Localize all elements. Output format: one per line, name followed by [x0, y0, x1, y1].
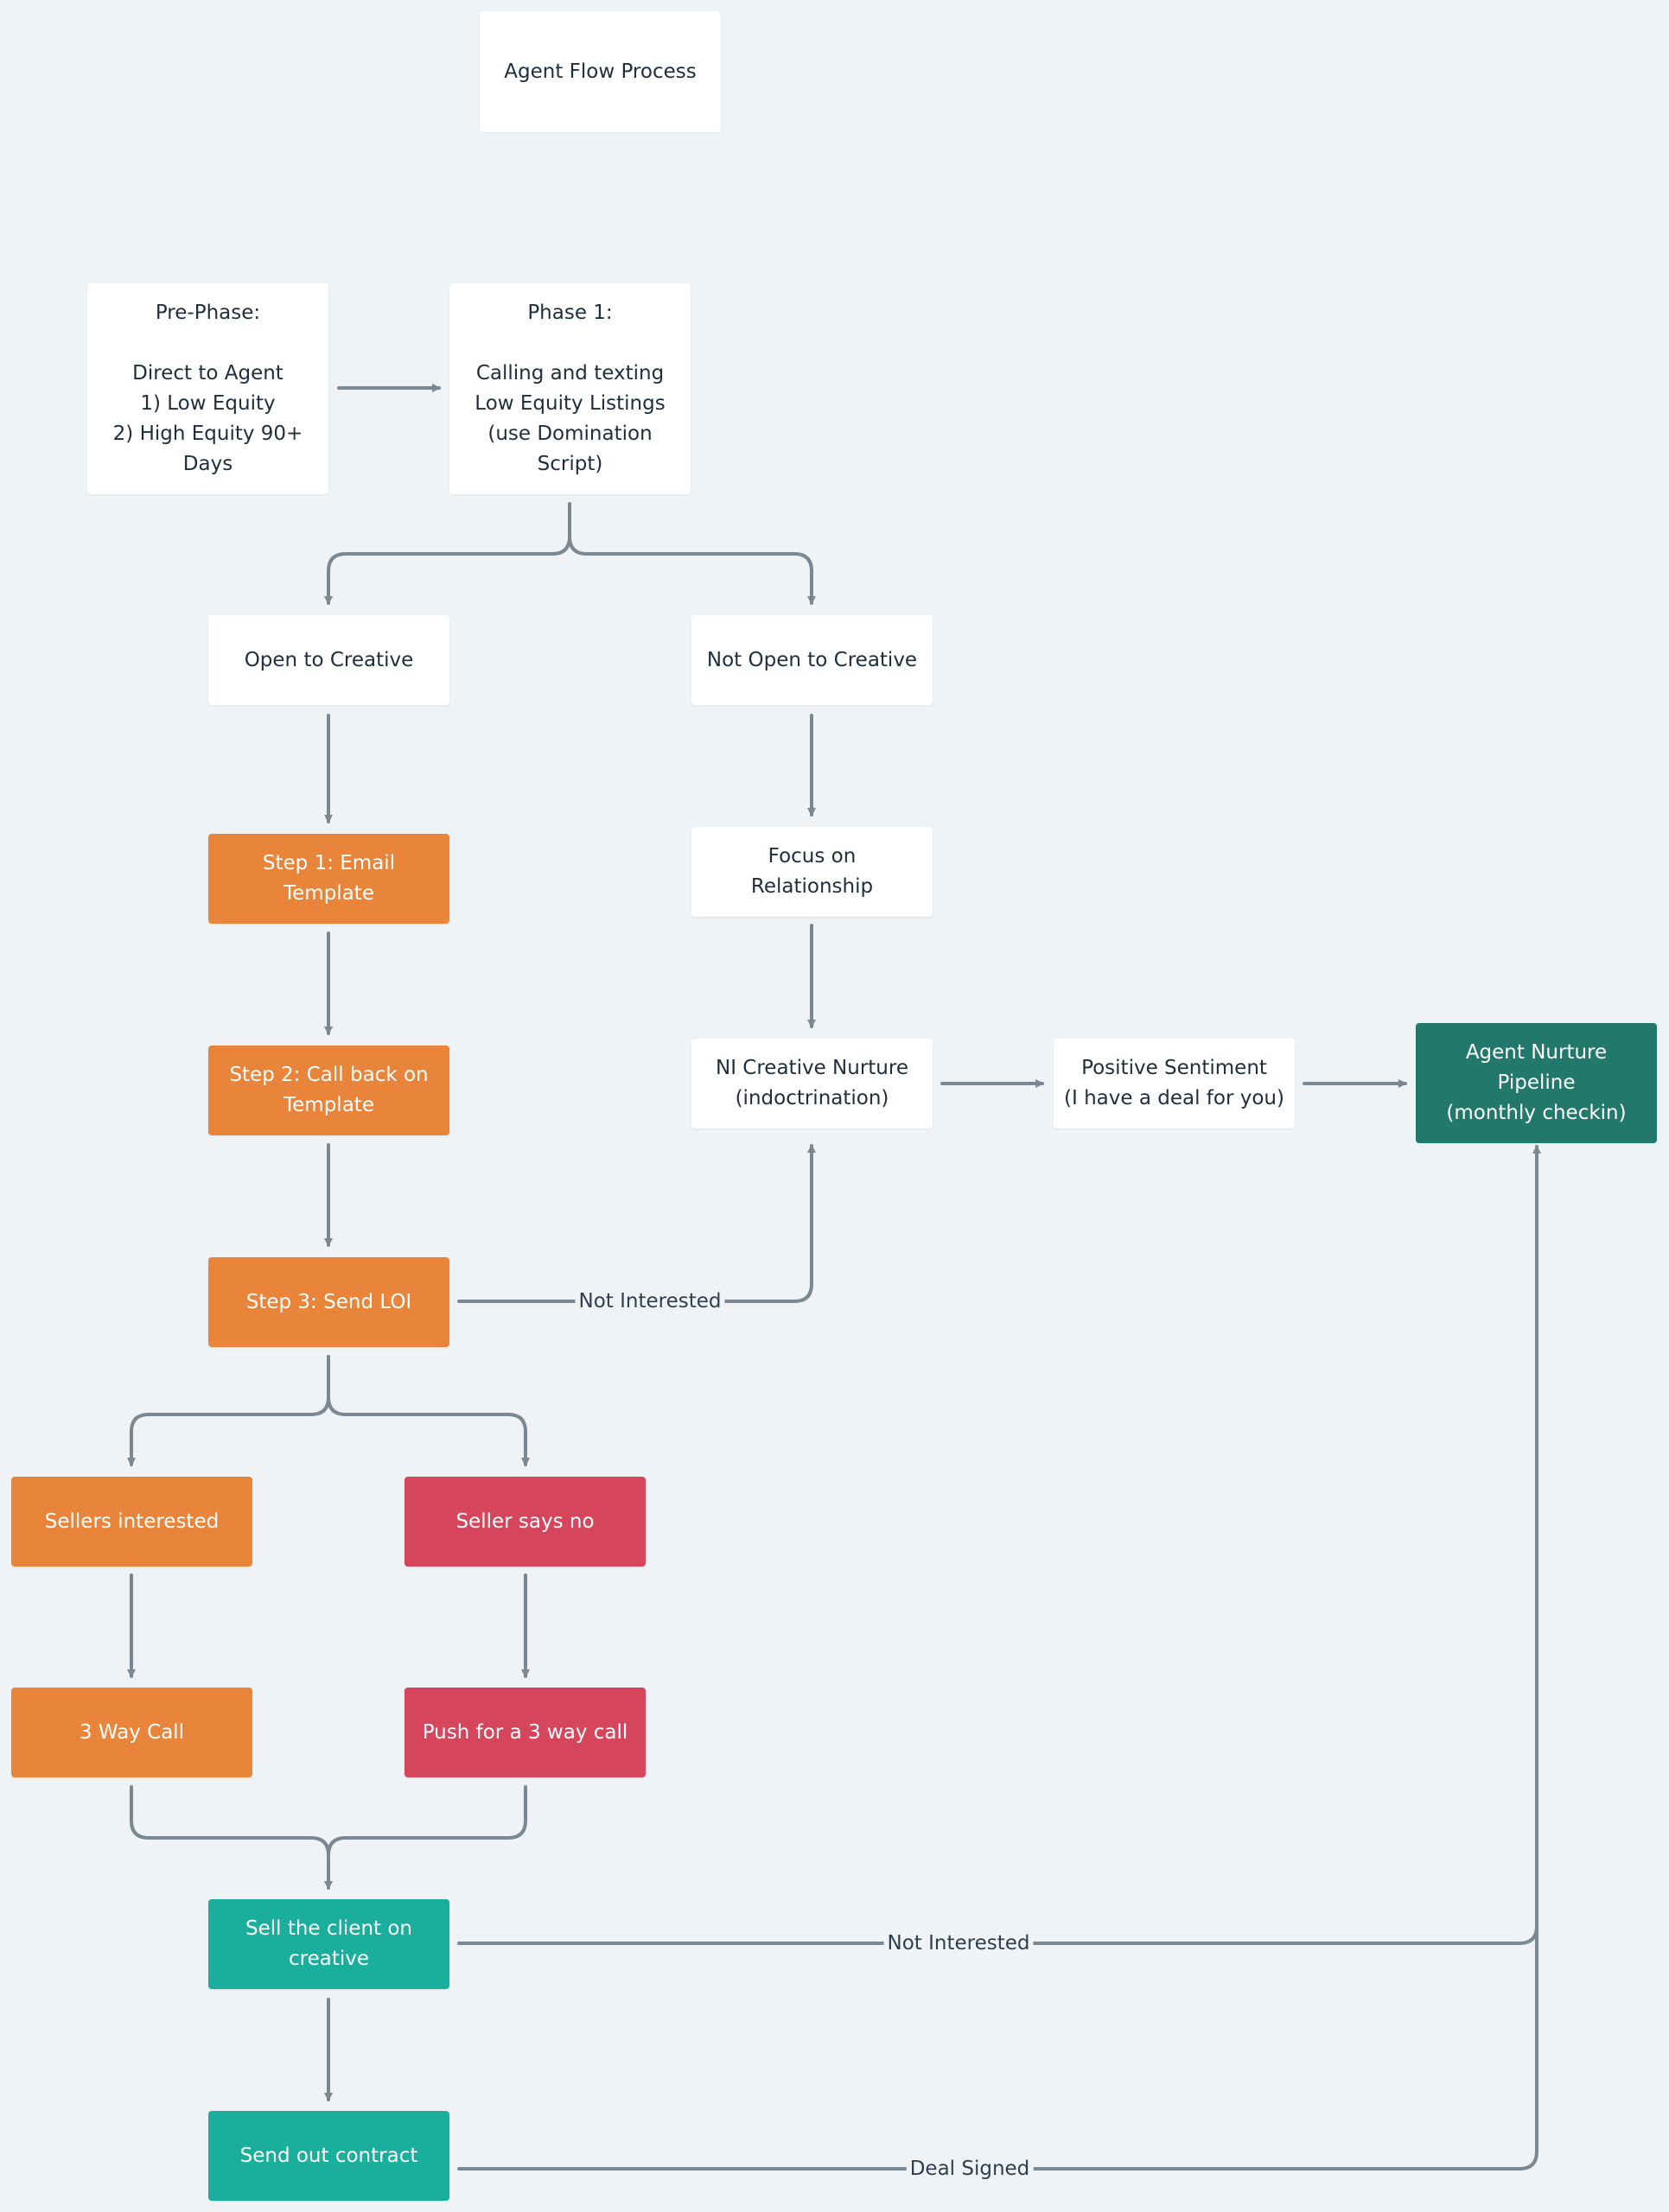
- edge-label-deal-signed: Deal Signed: [906, 2156, 1034, 2182]
- phase1-node: Phase 1: Calling and texting Low Equity …: [449, 283, 691, 494]
- arrow-phase1-to-open-creative: [324, 502, 571, 605]
- edge-label-sell-not-interested: Not Interested: [883, 1930, 1034, 1956]
- ni-creative-nurture-node: NI Creative Nurture (indoctrination): [691, 1039, 933, 1128]
- three-way-call-node: 3 Way Call: [11, 1688, 252, 1777]
- not-open-to-creative-node: Not Open to Creative: [691, 615, 933, 705]
- seller-says-no-node: Seller says no: [405, 1477, 646, 1567]
- open-to-creative-node: Open to Creative: [208, 615, 449, 705]
- arrow-3way-to-sell-client: [130, 1785, 333, 1890]
- send-out-contract-node: Send out contract: [208, 2111, 449, 2201]
- arrow-step3-to-sellers-interested: [127, 1355, 330, 1466]
- edge-label-step3-not-interested: Not Interested: [575, 1288, 725, 1314]
- sell-client-on-creative-node: Sell the client on creative: [208, 1899, 449, 1989]
- positive-sentiment-node: Positive Sentiment (I have a deal for yo…: [1054, 1039, 1295, 1128]
- arrow-push-to-sell-client: [327, 1785, 527, 1857]
- pre-phase-node: Pre-Phase: Direct to Agent 1) Low Equity…: [87, 283, 328, 494]
- step1-email-template-node: Step 1: Email Template: [208, 834, 449, 924]
- title-node: Agent Flow Process: [480, 11, 721, 132]
- arrow-step3-to-seller-no: [327, 1395, 530, 1466]
- focus-on-relationship-node: Focus on Relationship: [691, 827, 933, 917]
- agent-nurture-pipeline-node: Agent Nurture Pipeline (monthly checkin): [1416, 1023, 1657, 1143]
- push-for-3-way-call-node: Push for a 3 way call: [405, 1688, 646, 1777]
- step2-call-back-node: Step 2: Call back on Template: [208, 1046, 449, 1135]
- arrow-step3-not-interested-to-nurture: [457, 1144, 816, 1303]
- arrow-contract-deal-signed-to-pipeline: [457, 1924, 1538, 2171]
- arrow-phase1-to-not-open-creative: [568, 535, 816, 605]
- sellers-interested-node: Sellers interested: [11, 1477, 252, 1567]
- step3-send-loi-node: Step 3: Send LOI: [208, 1257, 449, 1347]
